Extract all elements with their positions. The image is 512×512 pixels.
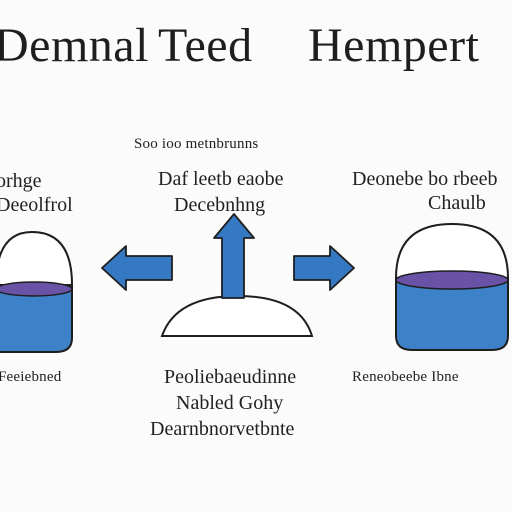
center-top-caption: Soo ioo metnbrunns	[134, 136, 259, 152]
left-bottom-label: Feeiebned	[0, 369, 62, 385]
center-mound	[160, 294, 314, 337]
title-word-2: Teed	[158, 19, 253, 72]
center-heading-line-1: Daf leetb eaobe	[158, 168, 284, 190]
center-bottom-line-3: Dearnbnorvetbnte	[150, 418, 295, 440]
up-arrow	[213, 213, 255, 299]
left-container-liquid-surface	[0, 281, 73, 297]
right-container-liquid-surface	[395, 270, 509, 290]
left-label-line-2: Deeolfrol	[0, 194, 73, 216]
right-label-line-2: Chaulb	[428, 192, 486, 214]
title-word-3: Hempert	[308, 19, 480, 72]
left-arrow	[101, 245, 173, 291]
title-word-1: Demnal	[0, 19, 149, 72]
right-container	[395, 222, 509, 351]
right-arrow	[293, 245, 355, 291]
left-container-liquid	[0, 284, 73, 353]
left-container	[0, 230, 73, 353]
right-container-liquid	[395, 277, 509, 351]
right-label-line-1: Deonebe bo rbeeb	[352, 168, 498, 190]
right-bottom-label: Reneobeebe Ibne	[352, 369, 459, 385]
left-label-line-1: orhge	[0, 170, 42, 192]
left-container-lid	[0, 230, 73, 286]
right-container-lid	[395, 222, 509, 279]
center-heading-line-2: Decebnhng	[174, 194, 266, 216]
center-bottom-line-2: Nabled Gohy	[176, 392, 284, 414]
center-bottom-line-1: Peoliebaeudinne	[164, 366, 297, 388]
